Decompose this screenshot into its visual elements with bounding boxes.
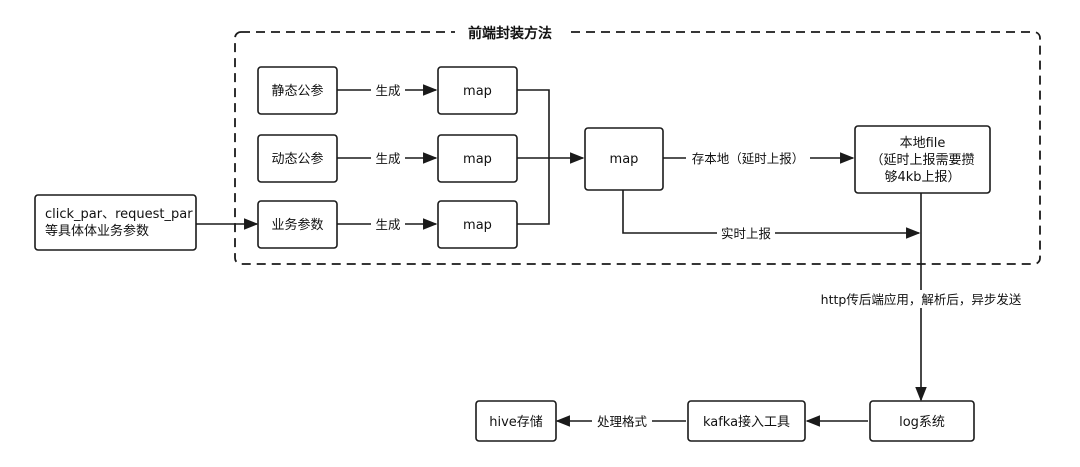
edge-map3-merge	[517, 158, 550, 225]
node-dynamic-params: 动态公参	[257, 134, 338, 183]
node-source-line1: click_par、request_par	[45, 207, 193, 222]
node-map2-label: map	[463, 152, 492, 167]
label-realtime: 实时上报	[721, 226, 772, 241]
label-store-local: 存本地（延时上报）	[692, 151, 805, 166]
node-map2: map	[437, 134, 518, 183]
group-title: 前端封装方法	[468, 25, 552, 42]
node-source-params: click_par、request_par 等具体体业务参数	[34, 194, 197, 251]
node-dynamic-params-label: 动态公参	[271, 151, 323, 167]
node-kafka-label: kafka接入工具	[703, 414, 790, 430]
node-log-system-label: log系统	[899, 415, 945, 430]
label-gen2: 生成	[375, 151, 400, 166]
node-business-params: 业务参数	[257, 200, 338, 249]
edge-realtime	[622, 190, 921, 239]
node-static-params-label: 静态公参	[271, 83, 323, 99]
edge-labels: 生成 生成 生成 存本地（延时上报） 实时上报 http传后端应用，解析后，异步…	[371, 81, 1024, 430]
label-http: http传后端应用，解析后，异步发送	[821, 292, 1022, 307]
node-local-file-line1: 本地file	[900, 136, 946, 151]
node-log-system: log系统	[869, 400, 975, 442]
node-local-file-line2: （延时上报需要攒	[870, 153, 974, 168]
node-map-merged: map	[584, 127, 664, 191]
node-map3: map	[437, 200, 518, 249]
node-hive: hive存储	[475, 400, 557, 442]
frontend-wrapper-group: 前端封装方法	[234, 22, 1041, 265]
node-kafka: kafka接入工具	[687, 400, 806, 442]
node-source-line2: 等具体体业务参数	[45, 223, 149, 239]
node-map3-label: map	[463, 218, 492, 233]
node-local-file: 本地file （延时上报需要攒 够4kb上报）	[854, 125, 991, 194]
node-map1-label: map	[463, 84, 492, 99]
node-business-params-label: 业务参数	[271, 217, 323, 233]
node-local-file-line3: 够4kb上报）	[884, 170, 960, 185]
edge-map1-merge	[517, 89, 550, 158]
node-map-merged-label: map	[610, 152, 639, 167]
label-process: 处理格式	[597, 414, 648, 429]
node-map1: map	[437, 66, 518, 115]
node-static-params: 静态公参	[257, 66, 338, 115]
node-hive-label: hive存储	[489, 415, 543, 430]
label-gen3: 生成	[375, 217, 400, 232]
label-gen1: 生成	[375, 83, 400, 98]
